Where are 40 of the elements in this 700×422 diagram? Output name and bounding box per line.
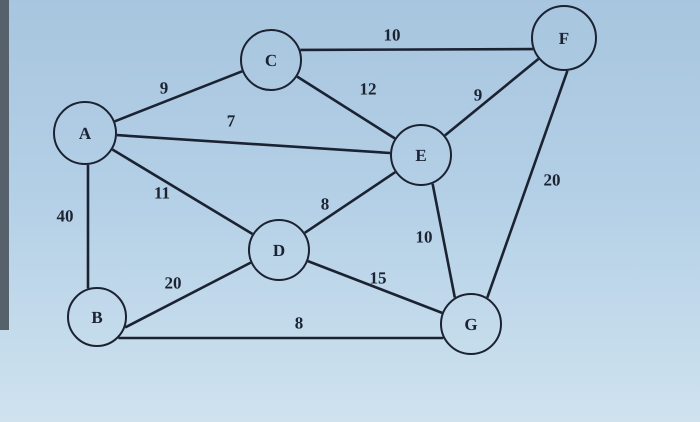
graph-node-circle bbox=[531, 5, 597, 71]
node-label: G bbox=[464, 316, 478, 332]
edge-weight: 20 bbox=[544, 172, 560, 188]
edge-weight: 11 bbox=[154, 184, 170, 202]
graph-node-circle bbox=[53, 101, 117, 165]
node-label: D bbox=[272, 242, 286, 258]
node-label: A bbox=[78, 124, 92, 142]
graph-node-circle bbox=[240, 29, 302, 91]
graph-edge-line bbox=[112, 148, 254, 236]
edge-weight: 40 bbox=[56, 208, 74, 224]
edge-weight: 9 bbox=[474, 86, 482, 104]
graph-edge-line bbox=[300, 48, 533, 52]
edge-weight: 7 bbox=[226, 112, 236, 130]
graph-edge-line bbox=[444, 58, 540, 136]
graph-edge-line bbox=[114, 70, 243, 122]
edge-weight: 15 bbox=[370, 270, 386, 286]
node-label: F bbox=[558, 30, 570, 46]
graph-edge-line bbox=[304, 171, 396, 234]
graph-edge-line bbox=[124, 261, 252, 329]
graph-edge-line bbox=[486, 70, 569, 298]
graph-node-circle bbox=[440, 293, 502, 355]
graph-edge-line bbox=[296, 76, 396, 140]
node-label: C bbox=[264, 52, 278, 68]
edge-weight: 8 bbox=[320, 196, 330, 212]
edge-weight: 9 bbox=[160, 80, 168, 96]
edge-weight: 20 bbox=[164, 274, 182, 292]
graph-edge-line bbox=[116, 134, 390, 154]
edge-weight: 12 bbox=[360, 80, 376, 98]
edge-weight: 10 bbox=[384, 26, 400, 44]
graph-edge-line bbox=[431, 183, 456, 298]
graph-edge-line bbox=[307, 260, 443, 314]
graph-node-circle bbox=[248, 219, 310, 281]
edge-weight: 10 bbox=[416, 228, 432, 246]
edge-weight: 8 bbox=[294, 314, 304, 332]
node-label: E bbox=[415, 146, 427, 164]
graph-edge-line bbox=[118, 336, 444, 340]
graph-edge-line bbox=[86, 164, 90, 288]
graph-node-circle bbox=[67, 287, 127, 347]
graph-node-circle bbox=[390, 124, 452, 186]
node-label: B bbox=[91, 308, 103, 326]
